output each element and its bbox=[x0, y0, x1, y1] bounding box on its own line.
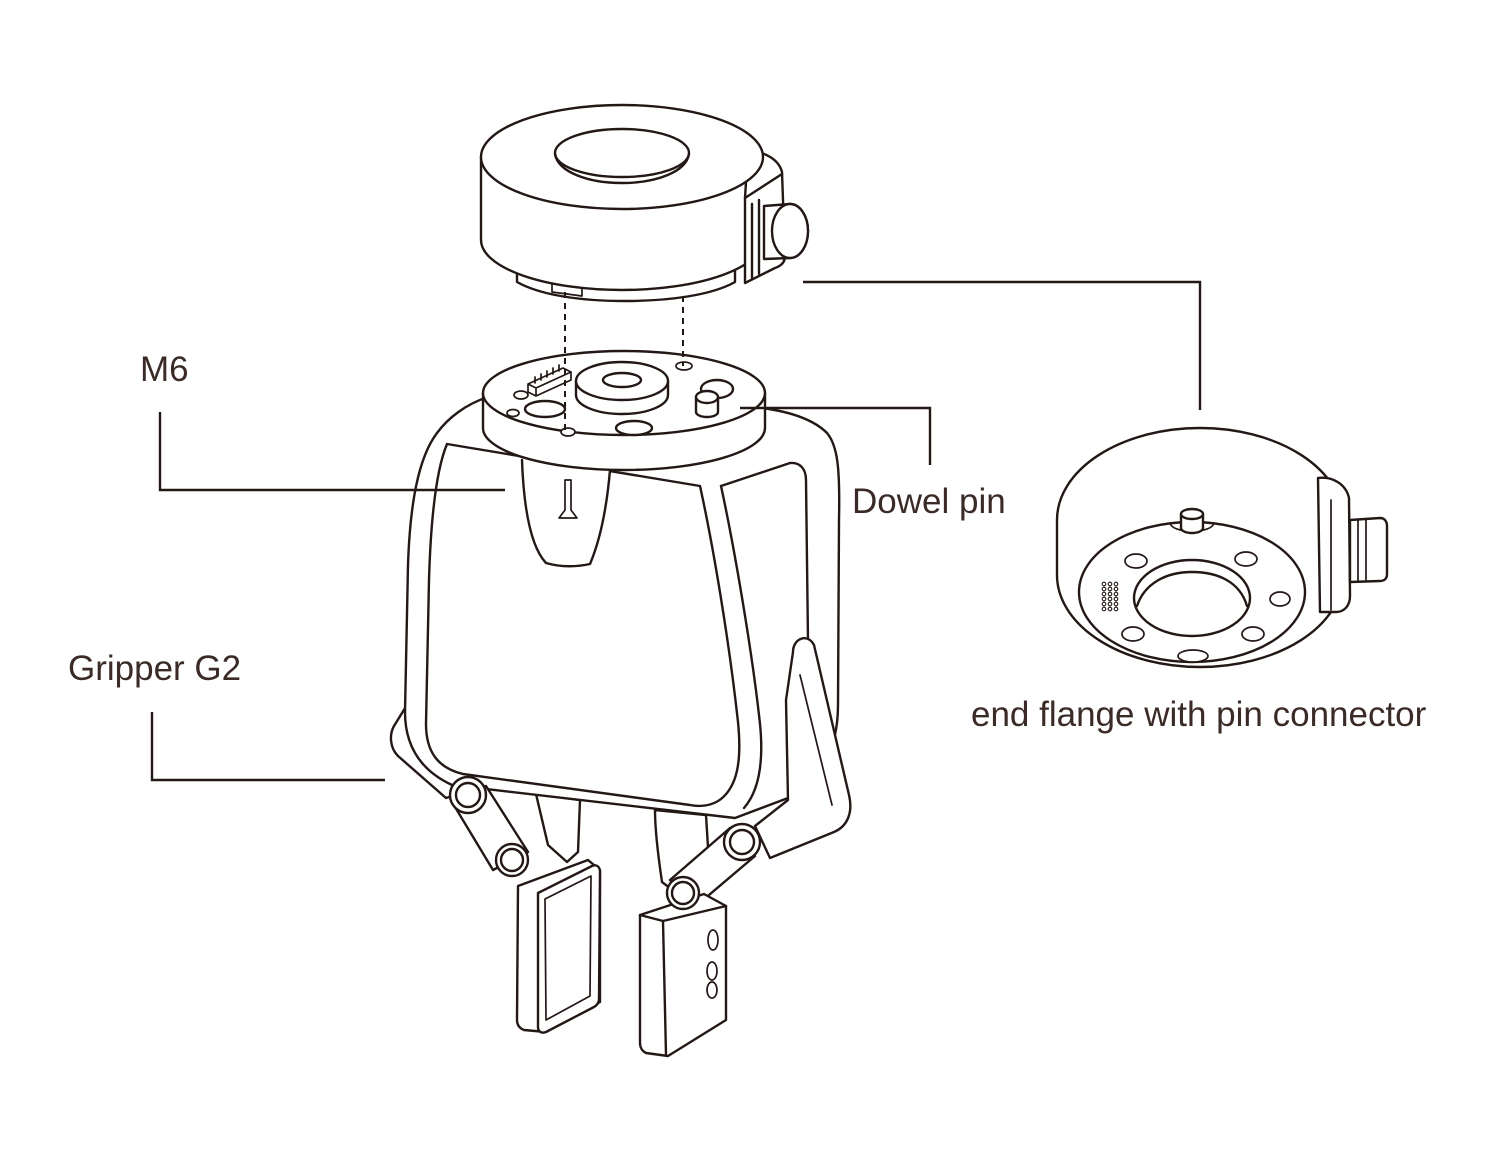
label-m6: M6 bbox=[140, 350, 189, 389]
leader-line-end-flange bbox=[803, 280, 1202, 410]
leader-line-gripper bbox=[150, 712, 385, 782]
leader-line-dowel-pin bbox=[740, 406, 932, 465]
bolt-hole bbox=[1121, 626, 1145, 642]
bolt-hole bbox=[1124, 553, 1148, 569]
right-finger-body bbox=[638, 892, 728, 1058]
top-flange bbox=[479, 103, 810, 303]
right-outer-lever-plate bbox=[753, 637, 852, 860]
top-flange-connector-knob-face bbox=[770, 202, 810, 260]
finger-mount-hole bbox=[706, 961, 718, 981]
bolt-hole bbox=[1269, 591, 1291, 607]
bolt-hole bbox=[1177, 649, 1209, 663]
signal-pins bbox=[534, 364, 560, 384]
bolt-hole bbox=[1234, 551, 1258, 567]
left-upper-pivot-pin bbox=[454, 781, 482, 809]
end-flange-dowel-pin-top bbox=[1179, 507, 1205, 521]
label-end-flange: end flange with pin connector bbox=[971, 695, 1427, 734]
end-flange-plug-edges bbox=[1357, 518, 1367, 583]
left-finger bbox=[515, 858, 602, 1034]
bolt-hole bbox=[1241, 626, 1265, 642]
right-lever-plate-edge bbox=[799, 674, 833, 806]
gripper-body bbox=[403, 395, 841, 820]
right-upper-pivot-pin bbox=[728, 828, 756, 856]
left-finger-yoke bbox=[534, 792, 582, 864]
signal-pin-block bbox=[527, 367, 572, 397]
gripper-side-panel-edge bbox=[719, 461, 810, 644]
pivot-joints bbox=[448, 775, 762, 911]
labels: M6 Dowel pin Gripper G2 end flange with … bbox=[68, 350, 1427, 734]
top-flange-center-disk-rim bbox=[553, 152, 691, 185]
center-bore bbox=[601, 371, 643, 389]
end-flange-connector-plug bbox=[1348, 516, 1389, 584]
left-finger-pad-inner bbox=[544, 875, 592, 1021]
top-flange-notch bbox=[551, 283, 583, 297]
pin-connector-contacts bbox=[1101, 581, 1119, 612]
top-flange-housing-edges bbox=[743, 172, 784, 280]
right-finger bbox=[638, 892, 728, 1058]
gripper-side-strip-edge bbox=[719, 484, 763, 810]
bolt-hole bbox=[560, 427, 576, 437]
m6-screw bbox=[558, 479, 578, 519]
dowel-pin-top bbox=[694, 389, 720, 405]
large-hole-front bbox=[614, 419, 654, 437]
end-flange-bore-inner-wall bbox=[1135, 570, 1249, 608]
finger-mount-hole bbox=[707, 929, 719, 951]
gripper-front-panel bbox=[424, 442, 741, 808]
large-hole-left bbox=[523, 399, 567, 419]
finger-mount-hole bbox=[706, 981, 718, 999]
end-flange bbox=[1055, 426, 1389, 669]
top-flange-center-disk bbox=[553, 127, 691, 179]
bolt-hole bbox=[506, 408, 520, 418]
left-lower-pivot-pin bbox=[499, 847, 525, 873]
gripper-mounting-flange bbox=[481, 349, 767, 472]
alignment-guides bbox=[564, 292, 684, 433]
label-gripper: Gripper G2 bbox=[68, 649, 241, 688]
bolt-hole bbox=[513, 390, 529, 400]
leader-lines bbox=[150, 280, 1202, 782]
right-finger-edges bbox=[638, 904, 728, 1057]
left-finger-pad bbox=[536, 864, 602, 1034]
end-flange-connector-housing bbox=[1316, 476, 1352, 614]
right-lower-pivot-pin bbox=[670, 880, 696, 906]
label-dowel-pin: Dowel pin bbox=[852, 482, 1006, 521]
leader-line-m6 bbox=[158, 412, 505, 492]
